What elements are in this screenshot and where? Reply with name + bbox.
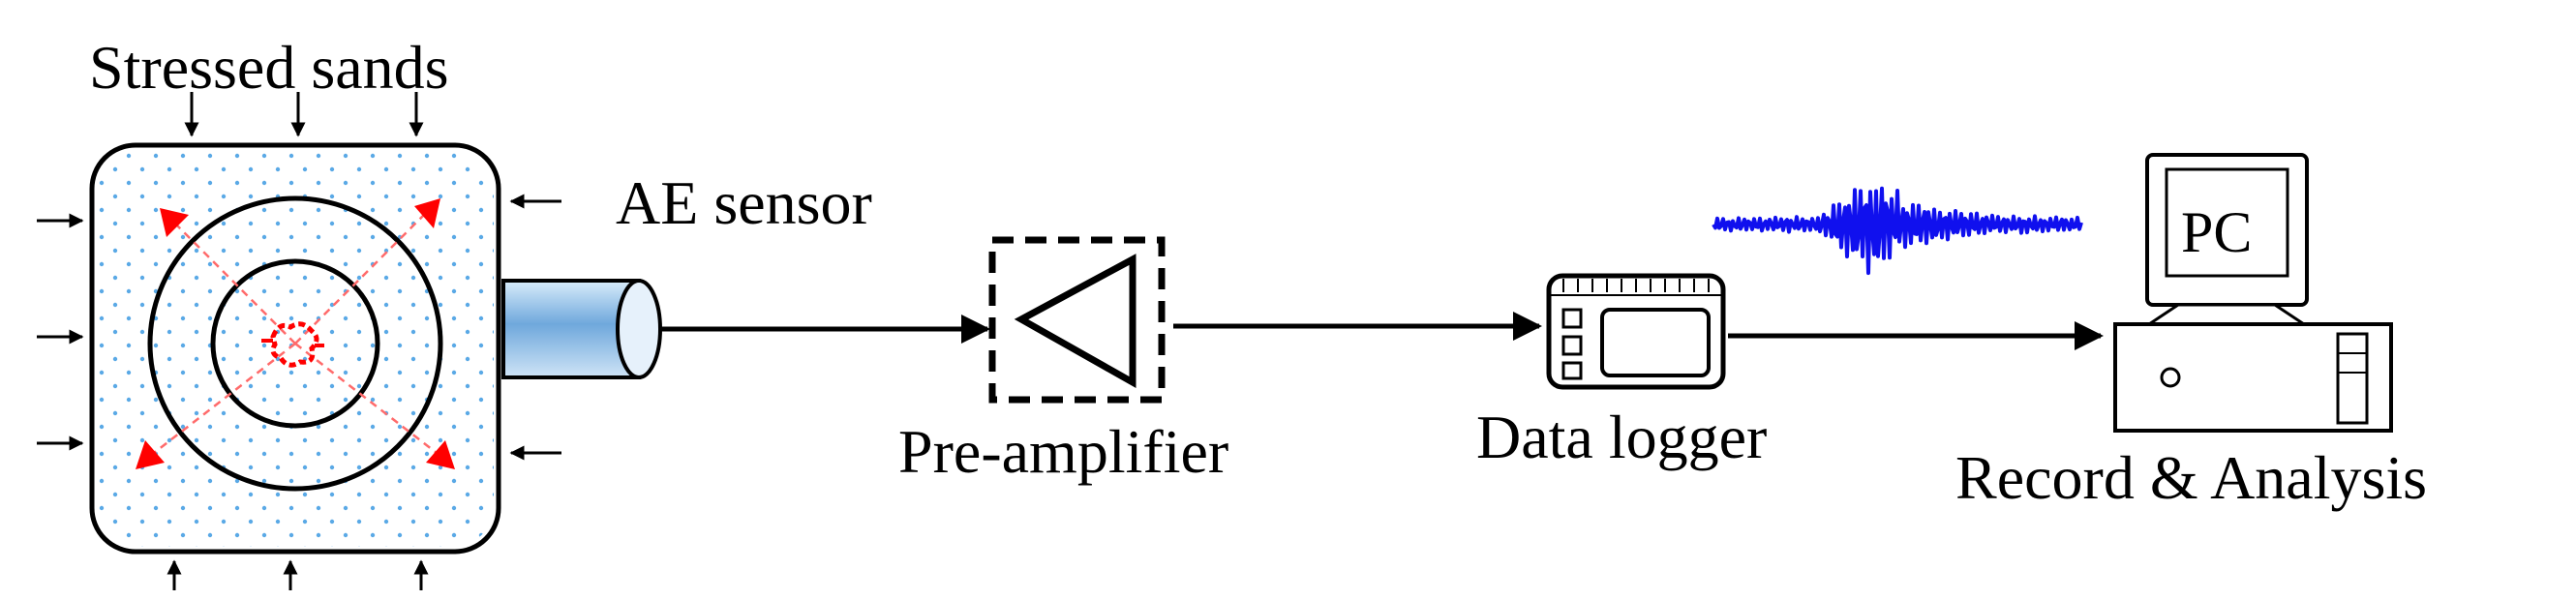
pc-screen-label: PC [2181, 200, 2253, 264]
stress-arrows-bottom [167, 559, 429, 590]
pc-computer-icon [2113, 153, 2393, 433]
stress-arrows-right [509, 194, 561, 461]
ae-waveform-signal [1712, 186, 2083, 276]
stress-arrows-top [184, 92, 424, 137]
ae-sensor-label: AE sensor [616, 168, 872, 237]
record-analysis-label: Record & Analysis [1955, 443, 2428, 512]
data-logger-icon [1546, 273, 1726, 390]
stressed-sands-label: Stressed sands [89, 33, 449, 102]
ae-sensor-icon [501, 279, 662, 379]
inner-wave-ring [210, 258, 380, 429]
pre-amplifier-icon [988, 236, 1166, 404]
data-logger-label: Data logger [1476, 403, 1768, 471]
wave-arrow-heads [136, 198, 455, 469]
outer-wave-ring [147, 195, 443, 492]
pre-amplifier-label: Pre-amplifier [898, 417, 1229, 486]
crack-source-icon [270, 321, 319, 368]
stressed-sands-specimen [89, 142, 501, 555]
crack-propagation-lines [144, 207, 446, 461]
stress-arrows-left [37, 213, 84, 451]
